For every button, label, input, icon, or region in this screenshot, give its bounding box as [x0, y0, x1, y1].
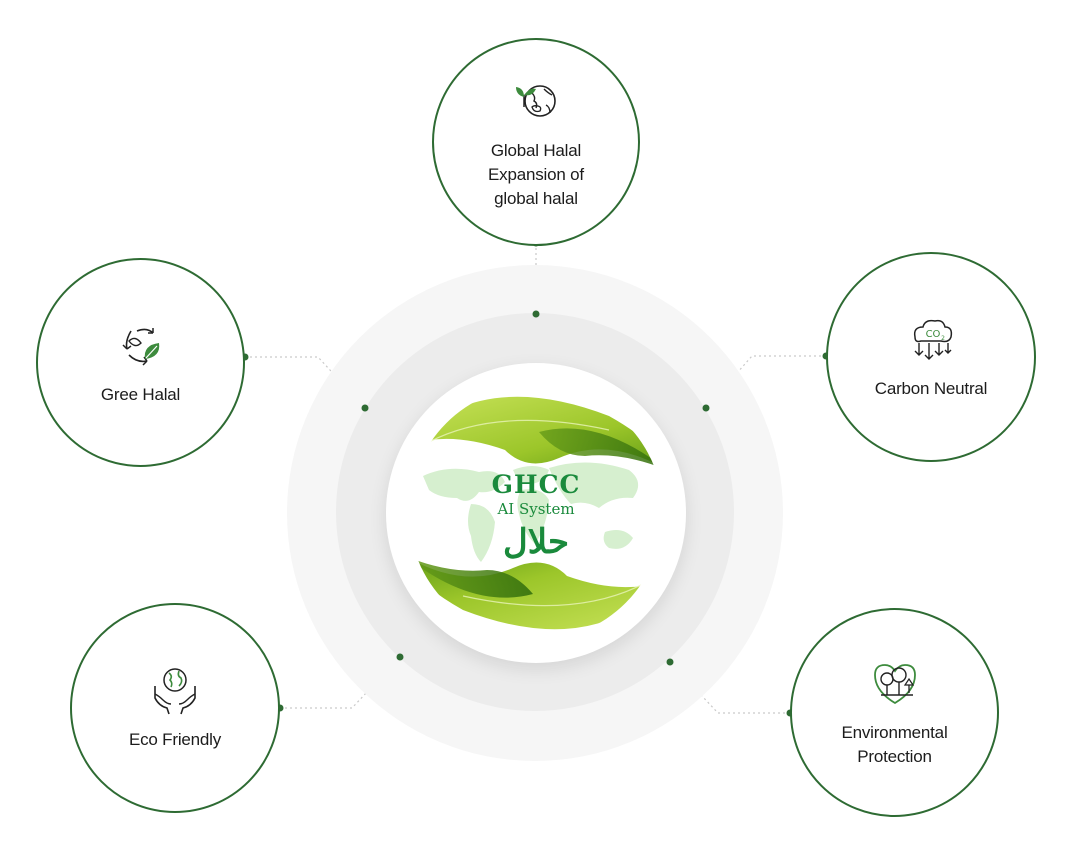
svg-text:2: 2 — [941, 335, 945, 342]
node-gree-halal: Gree Halal — [36, 258, 245, 467]
node-carbon-neutral: CO 2 Carbon Neutral — [826, 252, 1036, 462]
dot-right-ring — [702, 404, 710, 412]
world-map-icon — [423, 462, 639, 562]
logo-artwork — [409, 386, 663, 640]
dot-top-ring — [532, 310, 540, 318]
heart-trees-icon — [873, 663, 916, 704]
node-label-carbon-neutral: Carbon Neutral — [874, 379, 988, 398]
dot-left-ring — [361, 404, 369, 412]
svg-text:CO: CO — [926, 329, 941, 340]
dot-bottom-left-ring — [396, 653, 404, 661]
node-label-environmental-protection: Environmental Protection — [841, 722, 948, 766]
co2-cloud-icon: CO 2 — [913, 319, 953, 360]
node-label-eco-friendly: Eco Friendly — [128, 730, 222, 749]
node-environmental-protection: Environmental Protection — [790, 608, 999, 817]
logo-arabic-text: حلال — [502, 522, 569, 562]
node-eco-friendly: Eco Friendly — [70, 603, 280, 813]
leaf-bottom-icon — [409, 558, 663, 630]
globe-plant-icon — [516, 85, 556, 117]
leaf-top-icon — [409, 396, 663, 468]
ghcc-logo: GHCC AI System حلال — [409, 386, 663, 640]
node-label-gree-halal: Gree Halal — [100, 384, 181, 404]
logo-subtitle: AI System — [497, 500, 575, 518]
logo-title: GHCC — [491, 470, 581, 499]
node-label-global-halal: Global Halal Expansion of global halal — [488, 141, 584, 208]
dot-bottom-right-ring — [666, 658, 674, 666]
recycle-leaf-icon — [121, 327, 159, 366]
connector-bottom-right — [669, 661, 790, 714]
connector-bottom-left — [280, 656, 401, 709]
node-global-halal: Global Halal Expansion of global halal — [432, 38, 640, 246]
hands-globe-icon — [154, 668, 196, 715]
